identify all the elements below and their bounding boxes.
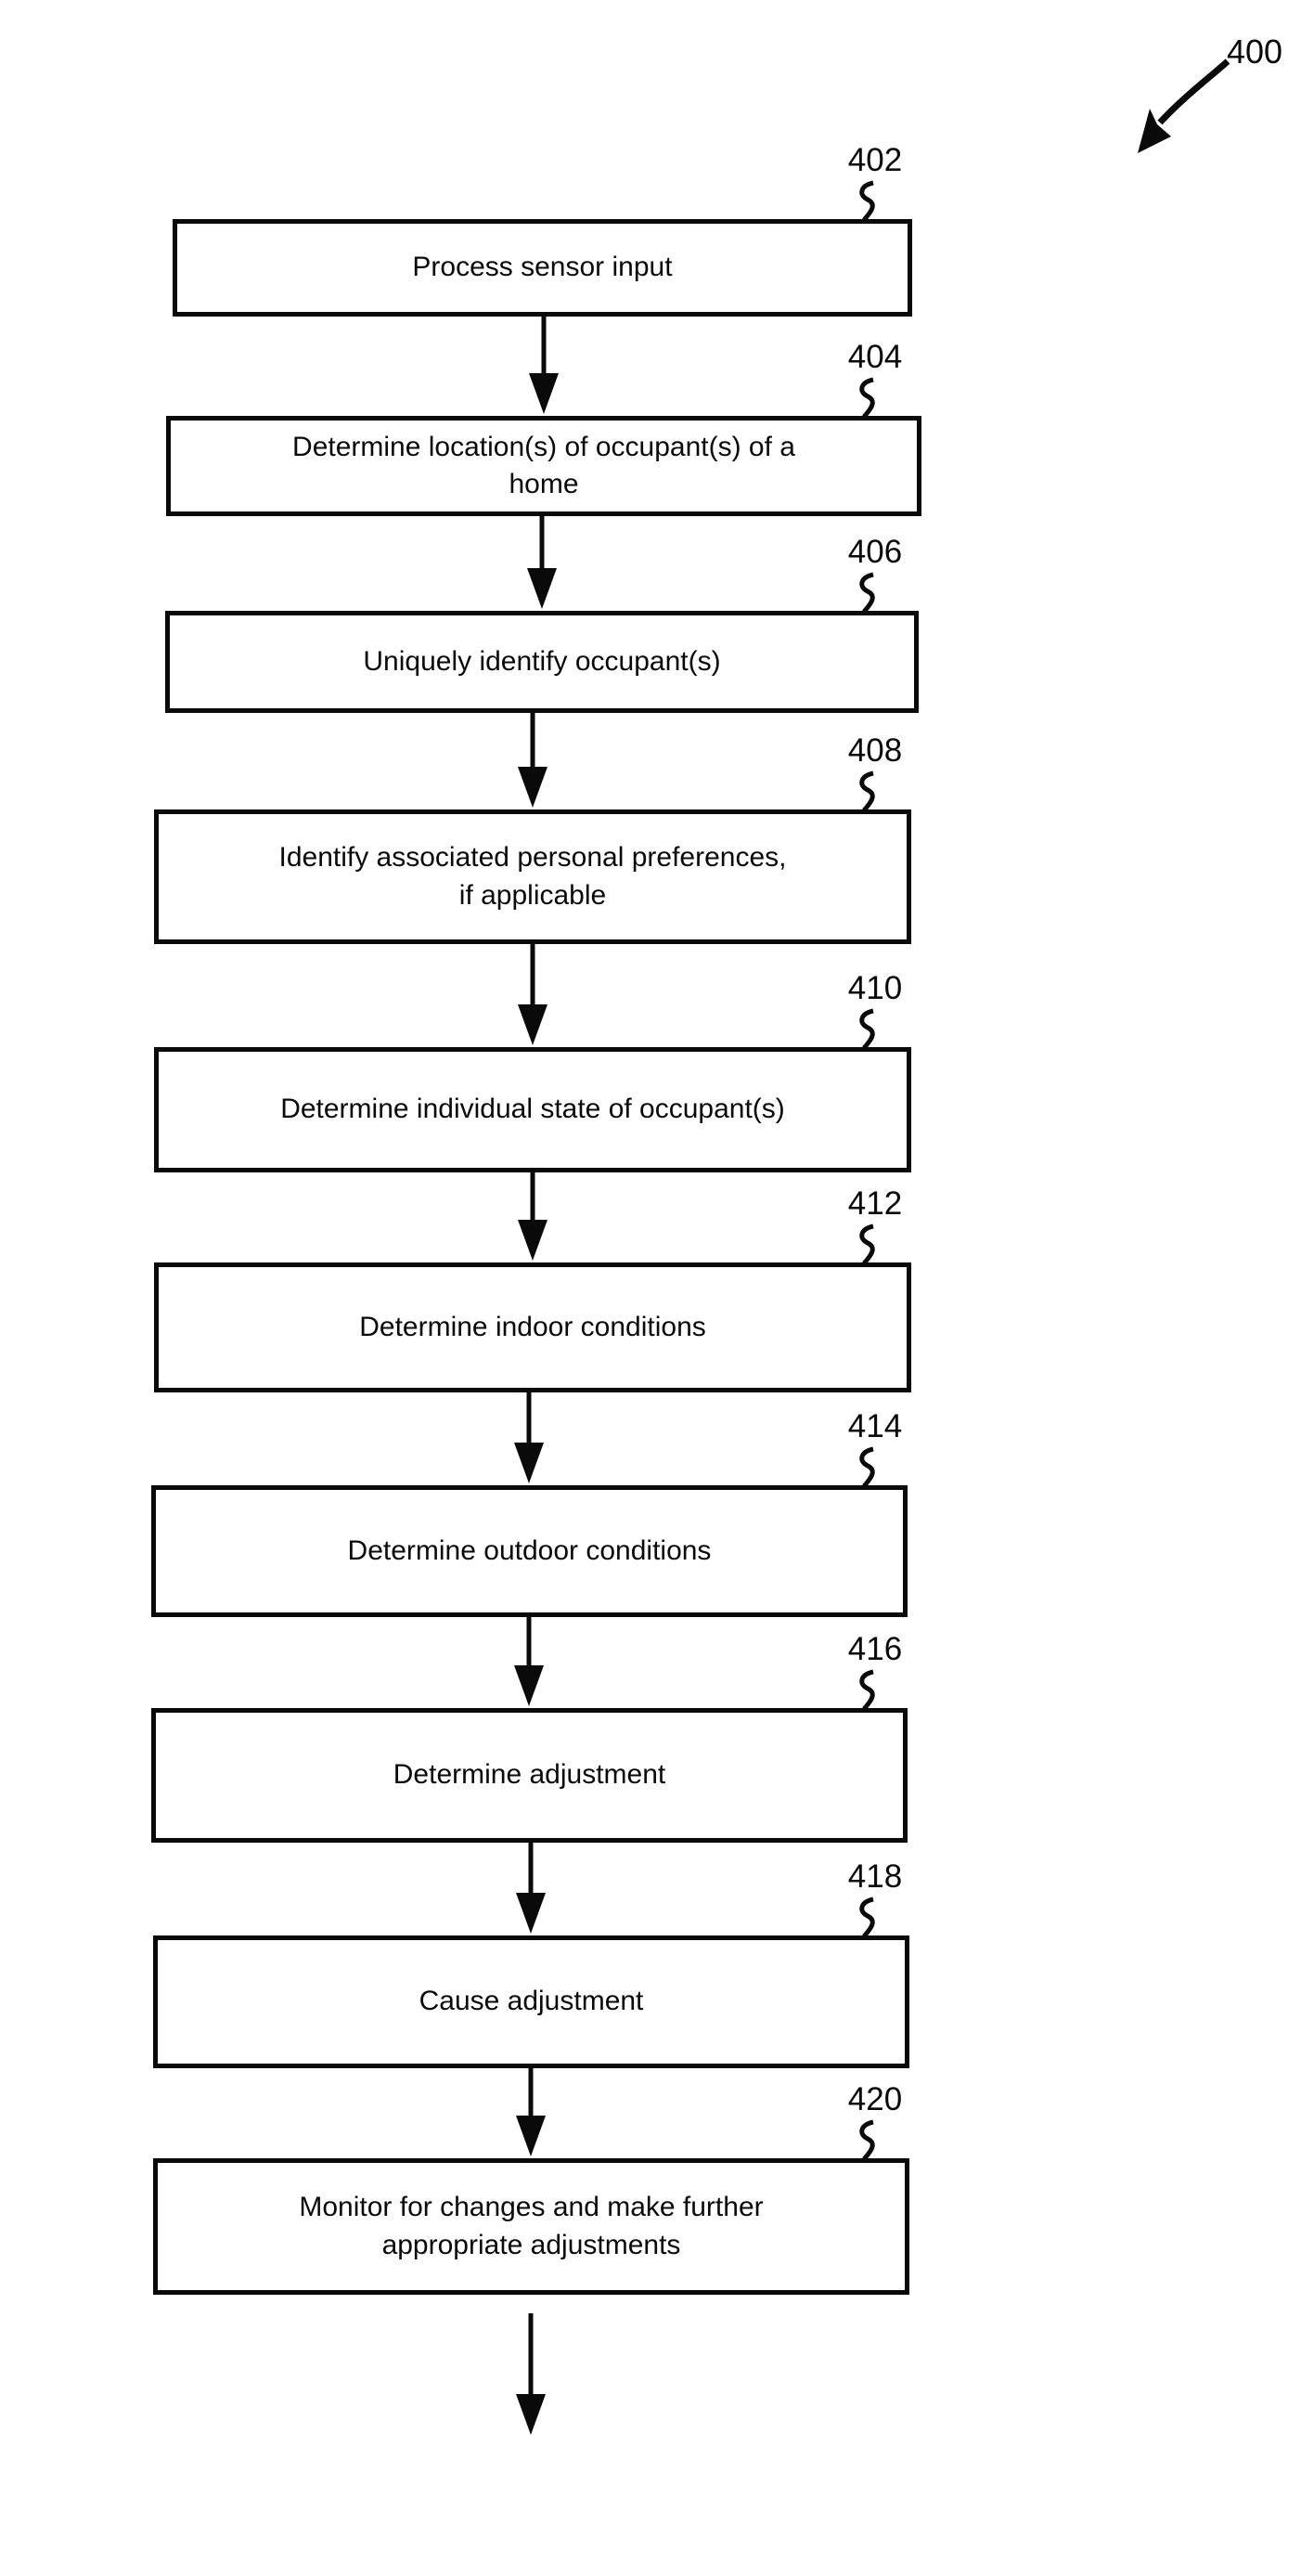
step-label: Determine individual state of occupant(s… [280,1094,785,1125]
flow-connector-arrowhead [514,1665,544,1706]
ref-leader-squiggle [859,2119,875,2161]
step-ref-412: 412 [847,1185,903,1222]
step-ref-410: 410 [847,970,903,1006]
ref-leader-squiggle [859,1896,875,1938]
ref-leader-squiggle [859,1446,875,1488]
step-label: Identify associated personal preferences… [278,842,787,911]
step-box-408: Identify associated personal preferences… [154,809,911,944]
step-box-402: Process sensor input [173,219,912,317]
step-ref-414: 414 [847,1408,903,1444]
step-box-416: Determine adjustment [151,1708,908,1843]
ref-leader-squiggle [859,1669,875,1711]
step-label: Determine outdoor conditions [347,1534,712,1566]
figure-ref-arrow-curve [1157,58,1230,125]
ref-leader-squiggle [859,1008,875,1050]
flow-connector-arrowhead [527,568,557,609]
step-box-406: Uniquely identify occupant(s) [165,611,919,713]
step-label: Determine location(s) of occupant(s) of … [292,431,795,500]
ref-leader-squiggle [859,572,875,614]
step-ref-406: 406 [847,534,903,570]
step-ref-408: 408 [847,732,903,769]
step-label: Process sensor input [412,252,673,283]
ref-leader-squiggle [859,1223,875,1265]
step-box-418: Cause adjustment [153,1935,909,2068]
step-box-420: Monitor for changes and make further app… [153,2158,909,2295]
flow-connector-arrowhead [518,767,547,808]
step-label: Determine adjustment [393,1759,666,1791]
ref-leader-squiggle [859,180,875,222]
step-label: Cause adjustment [419,1986,644,2017]
flow-connector-arrowhead [516,2116,546,2156]
flow-connector-arrowhead [518,1004,547,1045]
step-label: Monitor for changes and make further app… [299,2192,764,2260]
flow-connector-arrowhead [529,373,559,414]
figure-ref-arrowhead [1138,109,1171,153]
flow-connector-arrowhead [518,1220,547,1261]
step-ref-404: 404 [847,339,903,375]
step-box-414: Determine outdoor conditions [151,1485,908,1617]
step-box-410: Determine individual state of occupant(s… [154,1047,911,1172]
ref-leader-squiggle [859,770,875,812]
step-ref-416: 416 [847,1631,903,1667]
step-label: Determine indoor conditions [359,1311,706,1342]
step-ref-418: 418 [847,1858,903,1895]
ref-leader-squiggle [859,377,875,419]
step-box-404: Determine location(s) of occupant(s) of … [166,416,921,516]
step-ref-402: 402 [847,142,903,178]
flow-connector-arrowhead [516,1893,546,1934]
flow-connector-arrowhead [514,1443,544,1483]
step-label: Uniquely identify occupant(s) [363,645,721,677]
step-box-412: Determine indoor conditions [154,1262,911,1392]
flow-connector-arrowhead [516,2394,546,2435]
figure-ref-label: 400 [1227,32,1283,71]
step-ref-420: 420 [847,2081,903,2117]
